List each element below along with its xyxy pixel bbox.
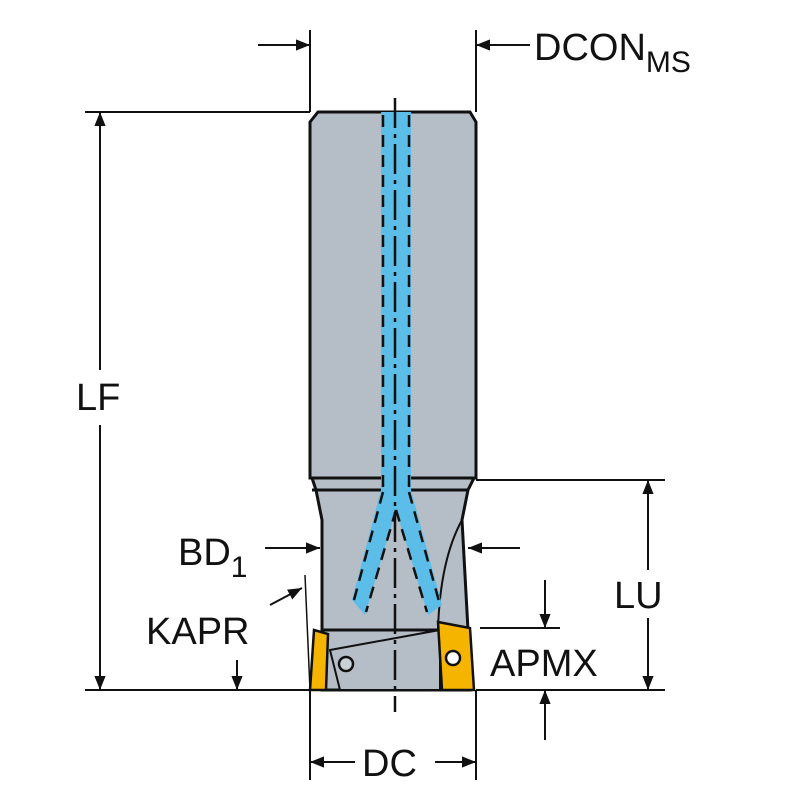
label-apmx: APMX: [490, 643, 598, 685]
label-bd1: BD1: [178, 532, 247, 584]
label-dc: DC: [362, 743, 417, 785]
label-kapr: KAPR: [146, 611, 249, 653]
insert-screw-icon: [444, 649, 462, 667]
screw-left-icon: [337, 655, 355, 673]
coolant-channels: [352, 112, 442, 615]
label-dcon: DCONMS: [534, 27, 691, 79]
dimension-lines: [85, 30, 665, 780]
label-lf: LF: [76, 377, 120, 419]
inserts: [308, 620, 476, 692]
insert-left: [308, 628, 330, 692]
label-lu: LU: [614, 575, 663, 617]
